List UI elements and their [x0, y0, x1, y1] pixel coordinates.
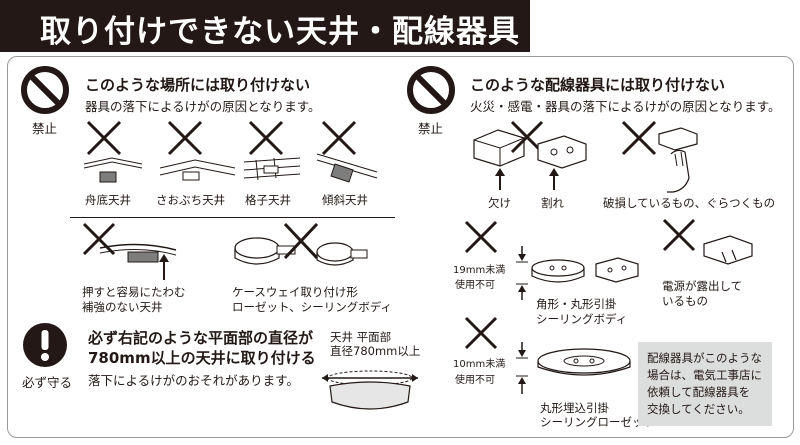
damaged-wobbly-illustration — [621, 120, 698, 193]
case-way-rosette-illustration — [234, 222, 368, 266]
gap19-label-1: 19mm未満 — [453, 265, 506, 276]
right-heading: このような配線器具には取り付けない — [470, 76, 726, 94]
weak-ceiling-illustration — [82, 222, 177, 280]
square-round-label-1: 角形・丸形引掛 — [536, 297, 617, 311]
cross-mark-10mm — [464, 316, 498, 350]
case-way-label-2: ローゼット、シーリングボディ — [232, 300, 392, 314]
funazoko-ceiling-illustration — [83, 120, 143, 183]
exposed-wiring-illustration — [662, 218, 753, 265]
gap10-label-2: 使用不可 — [455, 375, 495, 386]
must-heading-1: 必ず右記のような平面部の直径が — [88, 329, 314, 347]
gap19-label-2: 使用不可 — [455, 280, 495, 291]
damaged-label: 破損しているもの、ぐらつくもの — [603, 196, 776, 210]
must-label: 必ず守る — [22, 375, 73, 390]
square-round-label-2: シーリングボディ — [536, 312, 628, 326]
page-title: 取り付けできない天井・配線器具 — [40, 14, 520, 50]
section-divider — [70, 217, 395, 218]
koshi-label: 格子天井 — [245, 193, 291, 207]
prohibit-icon — [21, 66, 69, 114]
saobuchi-ceiling-illustration — [159, 120, 236, 181]
embedded-label-1: 丸形埋込引掛 — [540, 401, 609, 415]
square-round-ceiling-body-illustration — [531, 257, 639, 283]
left-subheading: 器具の落下によるけがの原因となります。 — [85, 99, 321, 114]
prohibit-icon-right — [407, 66, 455, 114]
must-heading-2: 780mm以上の天井に取り付ける — [88, 349, 316, 367]
must-subheading: 落下によるけがのおそれがあります。 — [88, 373, 299, 388]
gap-arrows-10mm — [516, 342, 528, 394]
prohibit-label-right: 禁止 — [418, 121, 444, 136]
keisha-ceiling-illustration — [316, 120, 378, 183]
left-heading: このような場所には取り付けない — [85, 76, 311, 94]
right-subheading: 火災・感電・器具の落下によるけがの原因となります。 — [470, 99, 781, 114]
exposed-label-1: 電源が露出して — [662, 279, 743, 293]
flat-area-label-1: 天井 平面部 — [330, 330, 392, 344]
keisha-label: 傾斜天井 — [322, 193, 368, 207]
cracked-label: 割れ — [541, 196, 564, 210]
chipped-label: 欠け — [488, 196, 511, 210]
chipped-cracked-illustration — [473, 120, 587, 190]
gap-arrows-19mm — [516, 246, 528, 300]
note-text: 配線器具がこのような 場合は、電気工事店に 依頼して配線器具を 交換してください… — [647, 350, 762, 418]
koshi-ceiling-illustration — [243, 120, 301, 181]
note-box — [638, 342, 772, 426]
note-line-1: 配線器具がこのような — [647, 351, 762, 365]
note-line-4: 交換してください。 — [647, 402, 750, 416]
embedded-label-2: シーリングローゼット — [540, 415, 655, 429]
content-frame — [7, 56, 794, 438]
prohibit-label: 禁止 — [32, 121, 58, 136]
exclamation-icon — [23, 323, 67, 367]
note-line-2: 場合は、電気工事店に — [647, 368, 762, 382]
weak-ceiling-label-2: 補強のない天井 — [82, 300, 163, 314]
gap10-label-1: 10mm未満 — [453, 359, 506, 370]
note-line-3: 依頼して配線器具を — [647, 385, 751, 399]
header-bar — [0, 0, 530, 52]
exposed-label-2: いるもの — [662, 294, 708, 308]
saobuchi-label: さおぶち天井 — [156, 193, 226, 207]
weak-ceiling-label-1: 押すと容易にたわむ — [82, 285, 186, 299]
flat-area-label-2: 直径780mm以上 — [330, 344, 421, 358]
funazoko-label: 舟底天井 — [85, 193, 131, 207]
ceiling-light-illustration — [322, 370, 418, 410]
round-embedded-rosette-illustration — [537, 348, 631, 376]
case-way-label-1: ケースウェイ取り付け形 — [232, 285, 358, 299]
cross-mark-19mm — [464, 220, 498, 254]
